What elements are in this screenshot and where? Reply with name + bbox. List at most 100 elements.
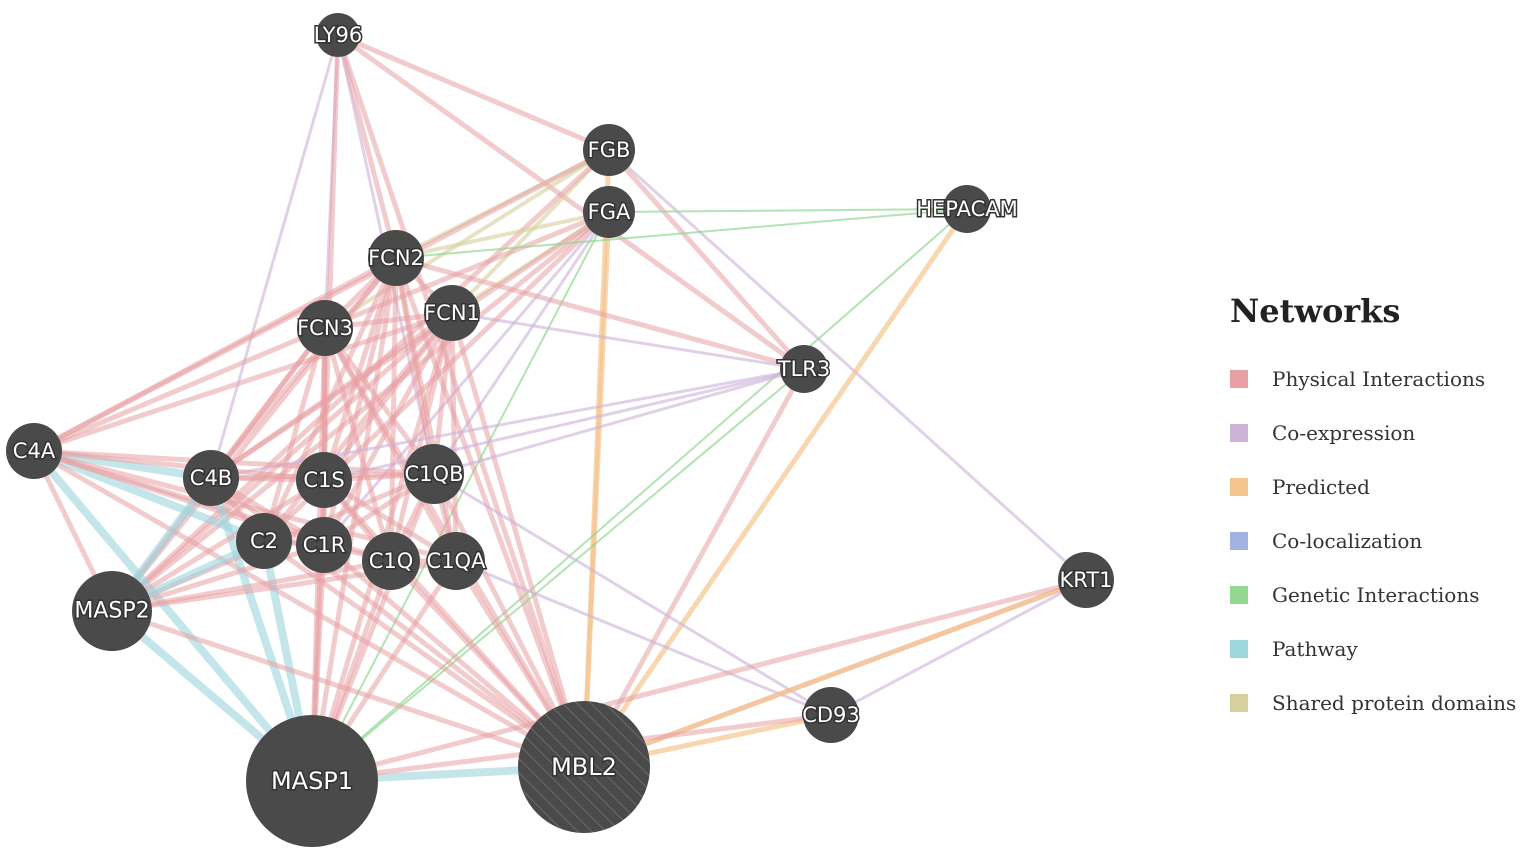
edge-genetic-fga-hepacam — [608, 208, 968, 213]
node-label: HEPACAM — [916, 197, 1018, 221]
node-masp1[interactable]: MASP1 — [246, 715, 378, 847]
node-circle — [404, 444, 464, 504]
node-c2[interactable]: C2 — [236, 513, 292, 569]
node-circle — [583, 186, 635, 238]
legend-swatch — [1230, 424, 1248, 442]
edge-genetic-hepacam-fcn2 — [395, 208, 968, 259]
node-circle — [297, 300, 353, 356]
edge-physical-fcn2-c1s — [321, 255, 399, 483]
node-label: MBL2 — [551, 753, 617, 781]
edge-physical-fcn1-c2 — [261, 310, 455, 544]
node-label: KRT1 — [1059, 568, 1112, 592]
node-circle — [368, 230, 424, 286]
legend-item-physical: Physical Interactions — [1230, 352, 1530, 406]
legend-label: Physical Interactions — [1272, 367, 1486, 391]
legend-item-predicted: Predicted — [1230, 460, 1530, 514]
node-fgb[interactable]: FGB — [583, 124, 635, 176]
edge-coexp-c1qb-cd93 — [432, 472, 833, 717]
node-circle — [583, 124, 635, 176]
node-circle — [780, 345, 828, 393]
node-ly96[interactable]: LY96 — [312, 13, 364, 57]
legend-label: Co-localization — [1272, 529, 1423, 553]
node-mbl2[interactable]: MBL2 — [518, 701, 650, 833]
edge-physical-c1s-masp2 — [109, 477, 327, 614]
legend-item-genetic: Genetic Interactions — [1230, 568, 1530, 622]
edge-physical-fcn2-c4a — [31, 255, 399, 454]
node-c4b[interactable]: C4B — [183, 450, 239, 506]
node-label: C2 — [250, 529, 278, 553]
node-label: TLR3 — [777, 357, 830, 381]
edge-coexp-tlr3-c1s — [322, 367, 806, 482]
node-fcn1[interactable]: FCN1 — [423, 285, 481, 341]
legend-label: Pathway — [1272, 637, 1358, 661]
legend-title: Networks — [1230, 292, 1401, 330]
node-label: C4A — [13, 439, 56, 463]
legend-swatch — [1230, 694, 1248, 712]
legend-swatch — [1230, 370, 1248, 388]
node-c4a[interactable]: C4A — [6, 423, 62, 479]
edge-coexp-ly96-c4b — [209, 33, 340, 480]
node-label: CD93 — [802, 703, 860, 727]
edge-physical-fcn1-c4a — [31, 310, 455, 454]
edge-physical-fgb-tlr3 — [606, 147, 807, 372]
edge-genetic-fga-masp1 — [311, 211, 610, 782]
node-circle — [246, 715, 378, 847]
edge-coexp-cd93-krt1 — [829, 578, 1088, 717]
legend-swatch — [1230, 478, 1248, 496]
edge-genetic-tlr3-masp1 — [311, 368, 805, 782]
node-label: C1Q — [369, 549, 414, 573]
node-label: C4B — [190, 466, 232, 490]
edge-pathway-c4a-masp1 — [30, 447, 316, 785]
node-fga[interactable]: FGA — [583, 186, 635, 238]
edge-coexp-fgb-krt1 — [607, 148, 1088, 582]
node-circle — [316, 13, 360, 57]
node-circle — [1058, 552, 1114, 608]
node-circle — [6, 423, 62, 479]
node-circle — [183, 450, 239, 506]
legend-label: Co-expression — [1272, 421, 1416, 445]
node-label: FGA — [588, 200, 631, 224]
node-fcn3[interactable]: FCN3 — [296, 300, 354, 356]
edge-predicted-fga-mbl2 — [581, 209, 612, 770]
node-label: FCN3 — [297, 316, 353, 340]
edge-physical-fcn3-c2 — [261, 325, 328, 544]
node-cd93[interactable]: CD93 — [801, 687, 861, 743]
node-label: C1S — [303, 468, 344, 492]
node-krt1[interactable]: KRT1 — [1058, 552, 1114, 608]
node-c1r[interactable]: C1R — [296, 517, 352, 573]
edge-coexp-fcn1-tlr3 — [450, 311, 806, 371]
node-circle — [427, 532, 485, 590]
edge-coexp-c1qa-cd93 — [454, 559, 833, 717]
legend-swatch — [1230, 586, 1248, 604]
node-label: MASP2 — [74, 599, 149, 624]
node-circle — [803, 687, 859, 743]
node-c1qa[interactable]: C1QA — [425, 532, 488, 590]
legend-label: Predicted — [1272, 475, 1370, 499]
edge-physical-fcn1-c4b — [208, 310, 455, 481]
node-label: FCN2 — [368, 246, 424, 270]
node-label: MASP1 — [271, 767, 353, 795]
node-circle — [72, 571, 152, 651]
edge-physical-masp1-krt1 — [309, 577, 1089, 784]
node-circle — [943, 185, 991, 233]
legend-item-coexp: Co-expression — [1230, 406, 1530, 460]
legend-label: Shared protein domains — [1272, 691, 1517, 715]
node-circle — [236, 513, 292, 569]
node-c1s[interactable]: C1S — [296, 452, 352, 508]
node-fcn2[interactable]: FCN2 — [367, 230, 425, 286]
node-c1qb[interactable]: C1QB — [403, 444, 465, 504]
node-circle — [362, 532, 420, 590]
edge-physical-ly96-fcn2 — [335, 32, 399, 261]
node-c1q[interactable]: C1Q — [362, 532, 420, 590]
edge-genetic-hepacam-masp1 — [311, 208, 968, 782]
legend-item-coloc: Co-localization — [1230, 514, 1530, 568]
node-masp2[interactable]: MASP2 — [72, 571, 152, 651]
legend-swatch — [1230, 640, 1248, 658]
edge-layer — [30, 32, 1089, 785]
edge-physical-ly96-fgb — [335, 32, 612, 153]
node-hepacam[interactable]: HEPACAM — [915, 185, 1019, 233]
node-tlr3[interactable]: TLR3 — [775, 345, 832, 393]
legend-label: Genetic Interactions — [1272, 583, 1480, 607]
